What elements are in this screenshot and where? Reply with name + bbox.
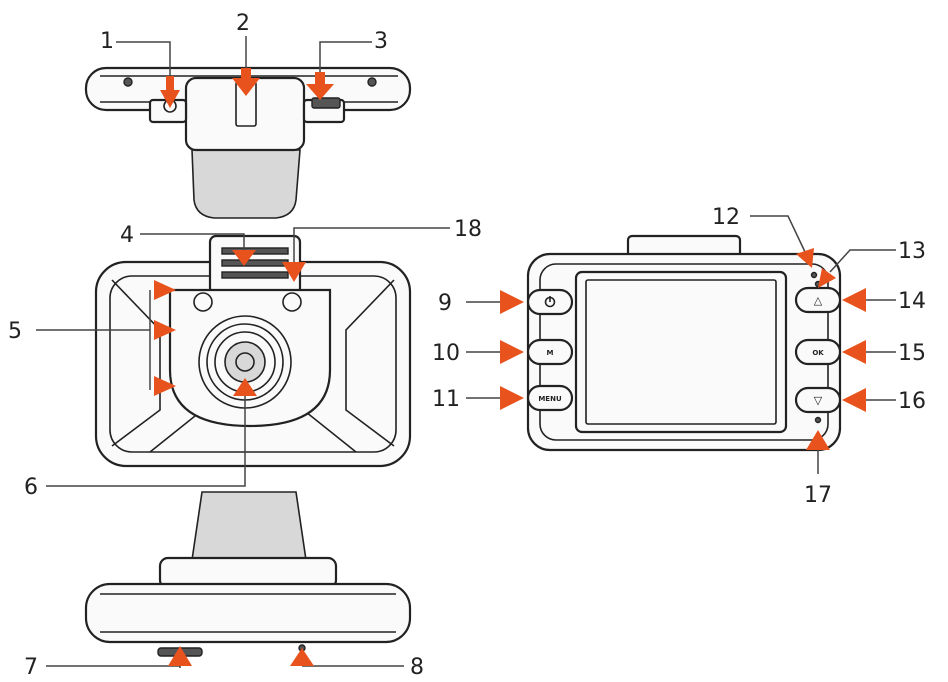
callout-arrow-10 xyxy=(500,340,524,364)
bottom-view xyxy=(84,491,412,657)
callout-arrow-5c xyxy=(154,376,176,396)
top-screw-right xyxy=(367,77,377,87)
menu-button[interactable]: MENU xyxy=(526,384,574,412)
callout-arrow-13 xyxy=(818,268,836,288)
down-button-label: ▽ xyxy=(814,394,823,407)
callout-6: 6 xyxy=(24,475,38,500)
callout-arrow-4 xyxy=(232,250,256,266)
usb-port xyxy=(311,97,341,109)
mode-button[interactable]: M xyxy=(526,338,574,366)
callout-arrow-16 xyxy=(842,388,866,412)
callout-arrow-2 xyxy=(241,68,251,82)
lcd-screen xyxy=(585,279,777,425)
status-led-1 xyxy=(810,271,818,279)
ok-button[interactable]: OK xyxy=(794,338,842,366)
lcd-screen-frame xyxy=(574,270,788,434)
bottom-mount-stem xyxy=(191,491,307,561)
callout-7: 7 xyxy=(24,655,38,680)
callout-arrow-15 xyxy=(842,340,866,364)
callout-17: 17 xyxy=(804,483,832,508)
lens-glass xyxy=(224,341,266,383)
menu-button-label: MENU xyxy=(538,395,562,403)
bottom-body xyxy=(84,582,412,644)
callout-arrow-17 xyxy=(806,430,830,450)
callout-14: 14 xyxy=(898,289,926,314)
callout-arrow-5b xyxy=(154,320,176,340)
microphone-hole xyxy=(814,416,822,424)
callout-numbers: 1 2 3 4 5 6 7 8 9 10 11 12 13 14 15 16 1… xyxy=(8,11,926,680)
callout-3: 3 xyxy=(374,29,388,54)
callout-arrow-5a xyxy=(154,280,176,300)
callout-arrow-3 xyxy=(315,72,325,86)
callout-11: 11 xyxy=(432,387,460,412)
callout-4: 4 xyxy=(120,223,134,248)
callout-lines xyxy=(36,36,896,668)
front-view xyxy=(94,234,412,468)
callout-12: 12 xyxy=(712,205,740,230)
callout-arrow-9 xyxy=(500,290,524,314)
callout-arrow-18 xyxy=(282,262,306,282)
top-mount-stem xyxy=(191,149,301,219)
power-button[interactable] xyxy=(526,288,574,316)
callout-16: 16 xyxy=(898,389,926,414)
down-button[interactable]: ▽ xyxy=(794,386,842,414)
top-screw-left xyxy=(123,77,133,87)
mode-button-label: M xyxy=(547,349,554,357)
callout-18: 18 xyxy=(454,217,482,242)
up-button[interactable]: △ xyxy=(794,286,842,314)
up-button-label: △ xyxy=(814,294,823,307)
callout-arrow-7 xyxy=(168,646,192,666)
callout-2: 2 xyxy=(236,11,250,36)
callout-arrow-8 xyxy=(290,648,314,666)
callout-9: 9 xyxy=(438,291,452,316)
ir-led-right xyxy=(282,292,302,312)
callout-arrow-14 xyxy=(842,288,866,312)
callout-8: 8 xyxy=(410,655,424,680)
callout-15: 15 xyxy=(898,341,926,366)
callout-1: 1 xyxy=(100,29,114,54)
callout-arrow-11 xyxy=(500,386,524,410)
ok-button-label: OK xyxy=(812,349,824,357)
callout-arrow-6 xyxy=(233,378,257,396)
callout-13: 13 xyxy=(898,239,926,264)
back-view: M MENU △ OK ▽ xyxy=(526,234,842,452)
callout-5: 5 xyxy=(8,319,22,344)
callout-arrow-12 xyxy=(796,248,814,268)
ir-led-left xyxy=(193,292,213,312)
callout-10: 10 xyxy=(432,341,460,366)
